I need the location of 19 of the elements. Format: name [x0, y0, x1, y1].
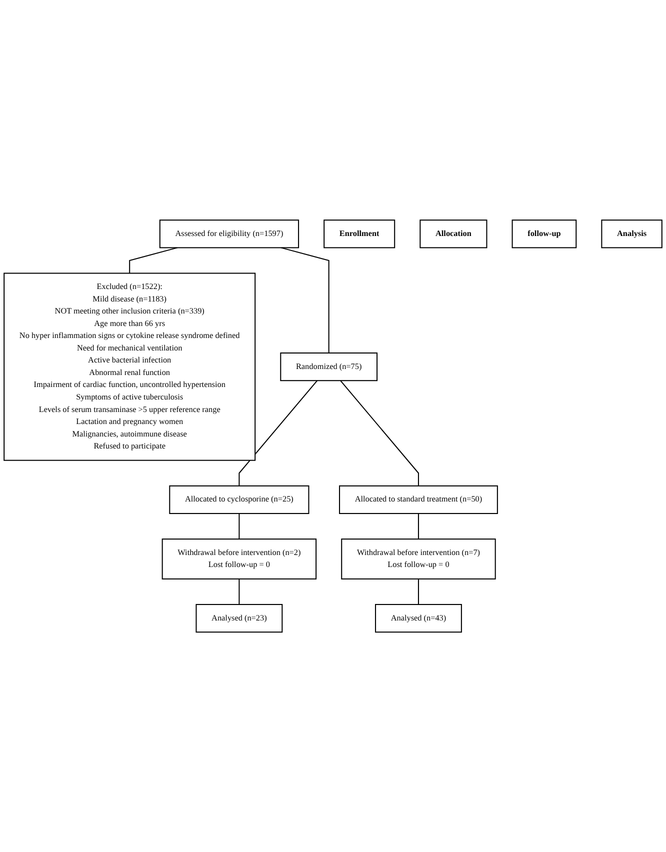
- node-box: Allocated to standard treatment (n=50): [339, 485, 498, 514]
- connector: [418, 513, 419, 539]
- node-box: Enrollment: [324, 219, 396, 248]
- connector: [238, 578, 240, 604]
- connector: [340, 380, 419, 486]
- node-box: Analysed (n=43): [375, 604, 462, 633]
- node-box: Excluded (n=1522): Mild disease (n=1183) NOT meeting other inclusion criteria (n=339) Age more than 66 yrs No hyper inflammation signs or cytokine release syndrome defined Need for mechanical ventilation Active bacterial infection Abnormal renal function Impairment of cardiac function, uncontrolled hypertension Symptoms of active tuberculosis Levels of serum transaminase >5 upper reference range Lactation and pregnancy women Malignancies, autoimmune disease Refused to participate: [4, 272, 256, 461]
- node-box: Withdrawal before intervention (n=7) Lost follow-up = 0: [341, 538, 496, 580]
- connector: [238, 513, 240, 539]
- node-box: Analysed (n=23): [196, 604, 283, 633]
- node-box: Analysis: [601, 219, 662, 248]
- connector: [418, 578, 419, 604]
- node-box: Allocation: [420, 219, 488, 248]
- node-box: Randomized (n=75): [280, 352, 378, 382]
- node-box: Assessed for eligibility (n=1597): [159, 219, 300, 248]
- connector: [238, 380, 318, 486]
- node-box: Allocated to cyclosporine (n=25): [169, 485, 310, 514]
- node-box: follow-up: [512, 219, 577, 248]
- node-box: Withdrawal before intervention (n=2) Lost follow-up = 0: [162, 538, 317, 580]
